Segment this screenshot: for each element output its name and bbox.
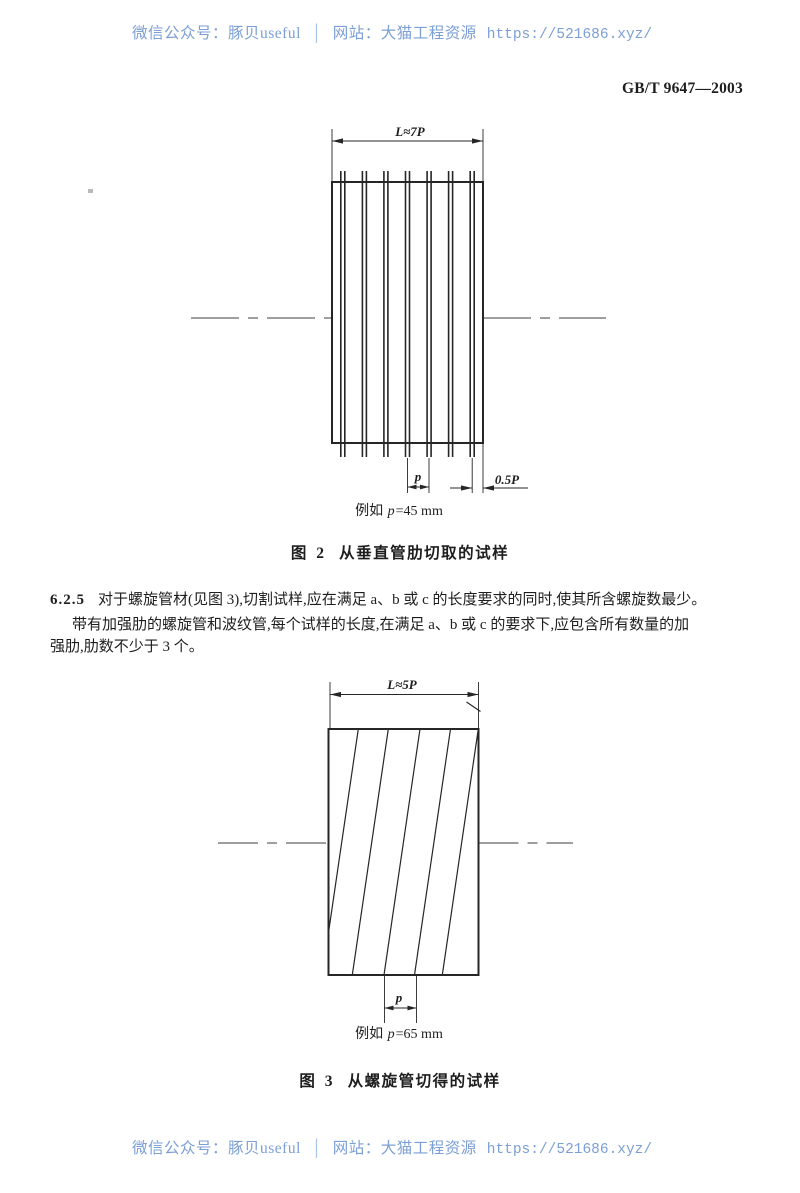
figure2-caption-text: 从垂直管肋切取的试样 — [339, 545, 510, 562]
figure3-length-label: L≈5P — [386, 677, 418, 692]
clause-line-2: 带有加强肋的螺旋管和波纹管,每个试样的长度,在满足 a、b 或 c 的要求下,应… — [72, 617, 690, 633]
figure2-example-variable: p — [387, 504, 395, 519]
clause-line-3: 强肋,肋数不少于 3 个。 — [50, 639, 204, 655]
figure3-drawing: L≈5P p — [218, 677, 573, 1023]
figure3-spiral-lines — [328, 729, 479, 975]
watermark-url: https://521686.xyz/ — [486, 27, 653, 43]
figure2-caption: 图 2 从垂直管肋切取的试样 — [291, 541, 509, 563]
watermark-separator: │ — [310, 25, 323, 42]
figure3-example-variable: p — [387, 1027, 395, 1042]
figure3-pipe-body — [327, 728, 480, 976]
figure2-ribs — [339, 171, 476, 457]
figure2-half-pitch-dimension — [450, 443, 528, 493]
standard-number: GB/T 9647—2003 — [622, 80, 743, 97]
figure2-example-value: =45 mm — [395, 504, 443, 519]
figure2-length-label: L≈7P — [394, 124, 426, 139]
figure2-pitch-label: p — [414, 469, 422, 484]
scan-artifact — [88, 189, 93, 193]
watermark-bottom: 微信公众号：豚贝useful │ 网站：大猫工程资源 https://52168… — [132, 1136, 652, 1158]
figure3-caption-text: 从螺旋管切得的试样 — [347, 1073, 501, 1090]
watermark-top: 微信公众号：豚贝useful │ 网站：大猫工程资源 https://52168… — [132, 21, 652, 43]
figure2-example: 例如 p=45 mm — [355, 500, 443, 520]
figure2-example-prefix: 例如 — [355, 504, 384, 519]
figure3-caption-number: 图 3 — [299, 1073, 336, 1090]
watermark-wechat-label: 微信公众号：豚贝useful — [132, 1140, 301, 1157]
figure3-caption: 图 3 从螺旋管切得的试样 — [299, 1069, 500, 1091]
clause-number: 6.2.5 — [50, 592, 85, 608]
watermark-site-label: 网站：大猫工程资源 — [332, 25, 477, 42]
figure2-pitch-dimension — [407, 458, 430, 493]
figure2-pipe-body — [331, 181, 484, 444]
figure3-example-value: =65 mm — [395, 1027, 443, 1042]
figure2-half-pitch-label: 0.5P — [495, 472, 520, 487]
watermark-wechat-label: 微信公众号：豚贝useful — [132, 25, 301, 42]
clause-line-1-text: 对于螺旋管材(见图 3),切割试样,应在满足 a、b 或 c 的长度要求的同时,… — [98, 592, 707, 608]
watermark-separator: │ — [310, 1140, 323, 1157]
figure2-length-dimension — [331, 129, 484, 182]
watermark-url: https://521686.xyz/ — [486, 1142, 653, 1158]
figure3-pitch-label: p — [395, 990, 403, 1005]
figure3-pitch-dimension — [384, 975, 417, 1023]
figure2-caption-number: 图 2 — [290, 545, 328, 562]
figure3-example: 例如 p=65 mm — [355, 1023, 443, 1043]
clause-line-1: 6.2.5 对于螺旋管材(见图 3),切割试样,应在满足 a、b 或 c 的长度要… — [50, 592, 706, 608]
figure2-drawing: L≈7P p 0.5P — [191, 124, 606, 493]
figure3-length-dimension — [329, 682, 479, 729]
watermark-site-label: 网站：大猫工程资源 — [332, 1140, 477, 1157]
figure3-example-prefix: 例如 — [355, 1027, 384, 1042]
